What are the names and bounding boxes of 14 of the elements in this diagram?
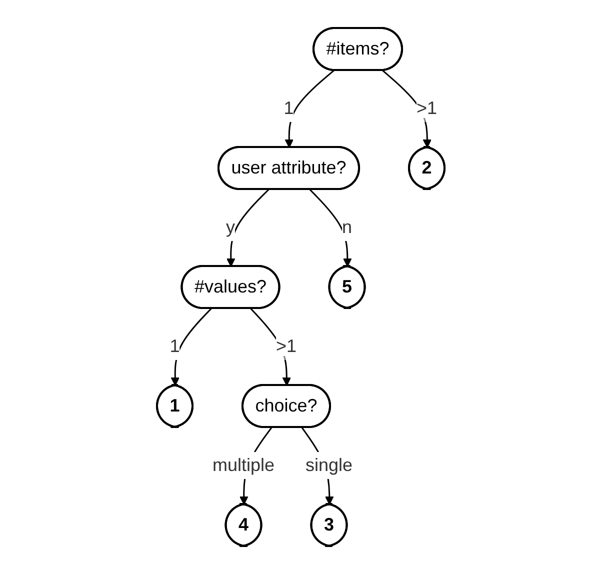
arrow (382, 70, 432, 148)
arrow (284, 70, 334, 148)
arrow (170, 308, 212, 386)
edge-label: 1 (283, 98, 294, 118)
edge-label: multiple (212, 454, 274, 475)
arrow (309, 188, 352, 267)
edge-label: y (226, 216, 235, 237)
edge-label: n (342, 216, 352, 237)
arrow (250, 308, 291, 386)
edge-label: >1 (416, 98, 437, 118)
edge-label: 1 (169, 336, 180, 356)
edge-label: single (305, 454, 352, 475)
edge-label: >1 (276, 336, 296, 356)
arrow (226, 188, 269, 267)
